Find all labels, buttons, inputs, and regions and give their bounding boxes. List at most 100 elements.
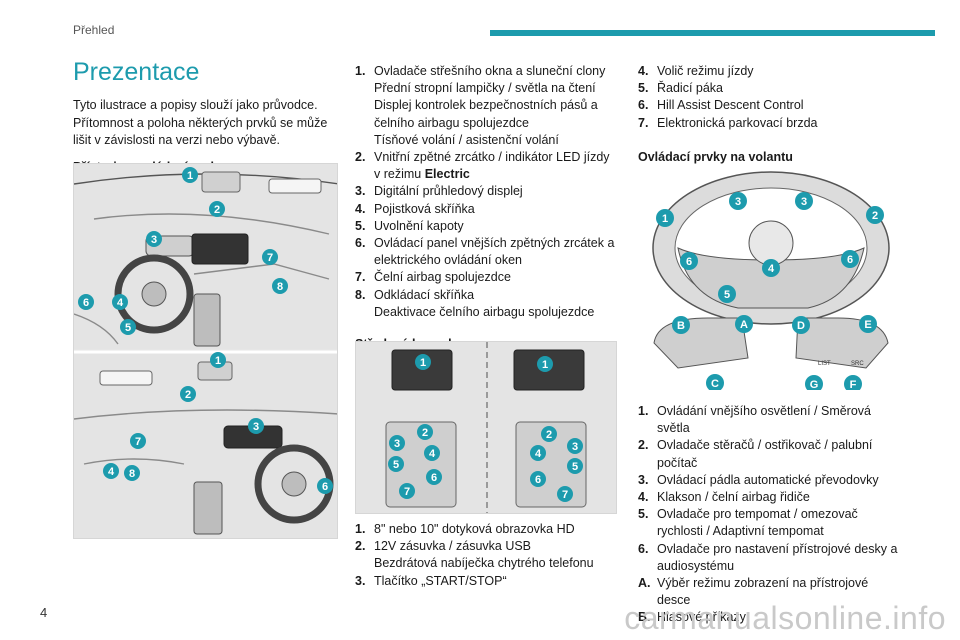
list-item-number: 7. (355, 270, 366, 285)
list-item-number: 8. (355, 287, 366, 302)
console-callout-4-left: 4 (424, 445, 440, 461)
list-item-text: Hlasové příkazy (657, 609, 903, 626)
list-item-line: Výběr režimu zobrazení na přístrojové de… (657, 576, 869, 608)
svg-text:3: 3 (394, 438, 400, 450)
list-item-line: Čelní airbag spolujezdce (374, 270, 511, 285)
steering-wheel-illustration: LIST SRC 1 3 3 2 6 4 6 5 B A D E C G F (638, 168, 903, 393)
list-item: 1.Ovladače střešního okna a sluneční clo… (355, 63, 617, 149)
list-item-line: Odkládací skříňka (374, 287, 475, 302)
list-item-line: Tísňové volání / asistenční volání (374, 132, 559, 147)
dashboard-illustration: 1 2 3 7 8 6 4 5 1 2 3 7 4 8 6 (73, 163, 338, 539)
wheel-callout-6-right: 6 (841, 250, 859, 268)
section-label: Přehled (73, 23, 115, 37)
svg-text:3: 3 (572, 441, 578, 453)
list-item-line: Ovládací panel vnějších zpětných zrcátek… (374, 236, 615, 268)
list-item-text: Uvolnění kapoty (374, 218, 617, 235)
list-item-number: 1. (638, 404, 649, 418)
wheel-callout-1: 1 (656, 209, 674, 227)
list-item-text: Pojistková skříňka (374, 201, 617, 218)
list-item: 6.Ovládací panel vnějších zpětných zrcát… (355, 235, 617, 269)
list-button-label: LIST (818, 361, 831, 367)
list-item: 4. Volič režimu jízdy (638, 63, 903, 80)
svg-text:4: 4 (768, 263, 775, 275)
wheel-callout-G: G (805, 375, 823, 393)
svg-text:6: 6 (431, 472, 437, 484)
src-button-label: SRC (851, 361, 864, 367)
list-item-line: Hlasové příkazy (657, 610, 746, 625)
list-item-line: Vnitřní zpětné zrcátko / indikátor LED j… (374, 150, 610, 182)
wheel-callout-D: D (792, 316, 810, 334)
list-item-line: Deaktivace čelního airbagu spolujezdce (374, 304, 595, 319)
list-item-text: 12V zásuvka / zásuvka USB Bezdrátová nabí… (374, 538, 617, 572)
list-item-text: Hill Assist Descent Control (657, 97, 903, 114)
list-item-text: Ovládací pádla automatické převodovky (657, 472, 903, 489)
list-item-text: Ovládání vnějšího osvětlení / Směrová sv… (657, 403, 903, 437)
steering-wheel-list: 1. Ovládání vnějšího osvětlení / Směrová … (638, 403, 903, 627)
svg-text:2: 2 (185, 389, 191, 401)
callout-8-top: 8 (272, 278, 288, 294)
list-item-text: Ovladače stěračů / ostřikovač / palubní … (657, 437, 903, 471)
list-item-line: 12V zásuvka / zásuvka USB (374, 539, 532, 554)
list-item-line: Bezdrátová nabíječka chytrého telefonu (374, 556, 594, 571)
header-accent-bar (490, 30, 935, 36)
svg-text:7: 7 (562, 489, 568, 501)
svg-text:B: B (677, 320, 685, 332)
callout-1-bottom: 1 (210, 352, 226, 368)
intro-text: Tyto ilustrace a popisy slouží jako prův… (73, 98, 328, 147)
list-item-number: 5. (638, 507, 649, 522)
list-item: B.Hlasové příkazy (638, 609, 903, 626)
list-item-text: Digitální průhledový displej (374, 183, 617, 200)
wheel-callout-3-left: 3 (729, 192, 747, 210)
dashboard-drawing: 1 2 3 7 8 6 4 5 1 2 3 7 4 8 6 (74, 164, 337, 538)
svg-text:8: 8 (277, 281, 283, 293)
console-callout-2-right: 2 (541, 426, 557, 442)
callout-1-top: 1 (182, 167, 198, 183)
callout-4-top: 4 (112, 294, 128, 310)
page-title: Prezentace (73, 58, 200, 86)
callout-3-bottom: 3 (248, 418, 264, 434)
steering-wheel-drawing: LIST SRC 1 3 3 2 6 4 6 5 B A D E C G F (652, 171, 890, 393)
list-item-number: A. (638, 576, 651, 591)
list-item-text: Elektronická parkovací brzda (657, 115, 903, 132)
svg-text:1: 1 (187, 170, 193, 182)
console-callout-6-left: 6 (426, 469, 442, 485)
list-item: 4. Pojistková skříňka (355, 201, 617, 218)
list-item-number: 3. (355, 573, 366, 588)
list-item-number: 4. (638, 64, 649, 78)
list-item-line: Přední stropní lampičky / světla na čten… (374, 81, 596, 96)
svg-text:3: 3 (151, 234, 157, 246)
list-item-number: 2. (638, 438, 649, 453)
list-item-number: 3. (638, 472, 649, 487)
list-item-number: 5. (355, 218, 366, 233)
callout-6-top: 6 (78, 294, 94, 310)
callout-7-bottom: 7 (130, 433, 146, 449)
list-item-text: Ovládací panel vnějších zpětných zrcátek… (374, 235, 617, 269)
callout-2-bottom: 2 (180, 386, 196, 402)
svg-text:5: 5 (393, 459, 399, 471)
svg-text:6: 6 (535, 474, 541, 486)
svg-text:7: 7 (267, 252, 273, 264)
console-callout-7-right: 7 (557, 486, 573, 502)
list-item-number: 6. (638, 541, 649, 556)
svg-text:2: 2 (546, 429, 552, 441)
svg-text:1: 1 (542, 359, 548, 371)
list-item: 6.Ovladače pro nastavení přístrojové des… (638, 541, 903, 575)
svg-text:4: 4 (429, 448, 436, 460)
svg-text:2: 2 (872, 210, 878, 222)
list-item-number: 4. (355, 201, 366, 216)
list-item-line: Volič režimu jízdy (657, 64, 754, 78)
list-item: 7.Elektronická parkovací brzda (638, 115, 903, 132)
list-item: 3. Ovládací pádla automatické převodovky (638, 472, 903, 489)
svg-text:5: 5 (724, 289, 730, 301)
list-item: 3.Digitální průhledový displej (355, 183, 617, 200)
column-2: 1.Ovladače střešního okna a sluneční clo… (355, 63, 617, 353)
list-item: 1. Ovládání vnějšího osvětlení / Směrová … (638, 403, 903, 437)
list-item-number: 1. (355, 522, 366, 536)
list-item-text: Čelní airbag spolujezdce (374, 269, 617, 286)
list-item-line: Uvolnění kapoty (374, 218, 464, 233)
list-item-line: Tlačítko „START/STOP“ (374, 573, 507, 588)
wheel-callout-5: 5 (718, 285, 736, 303)
svg-text:2: 2 (422, 427, 428, 439)
